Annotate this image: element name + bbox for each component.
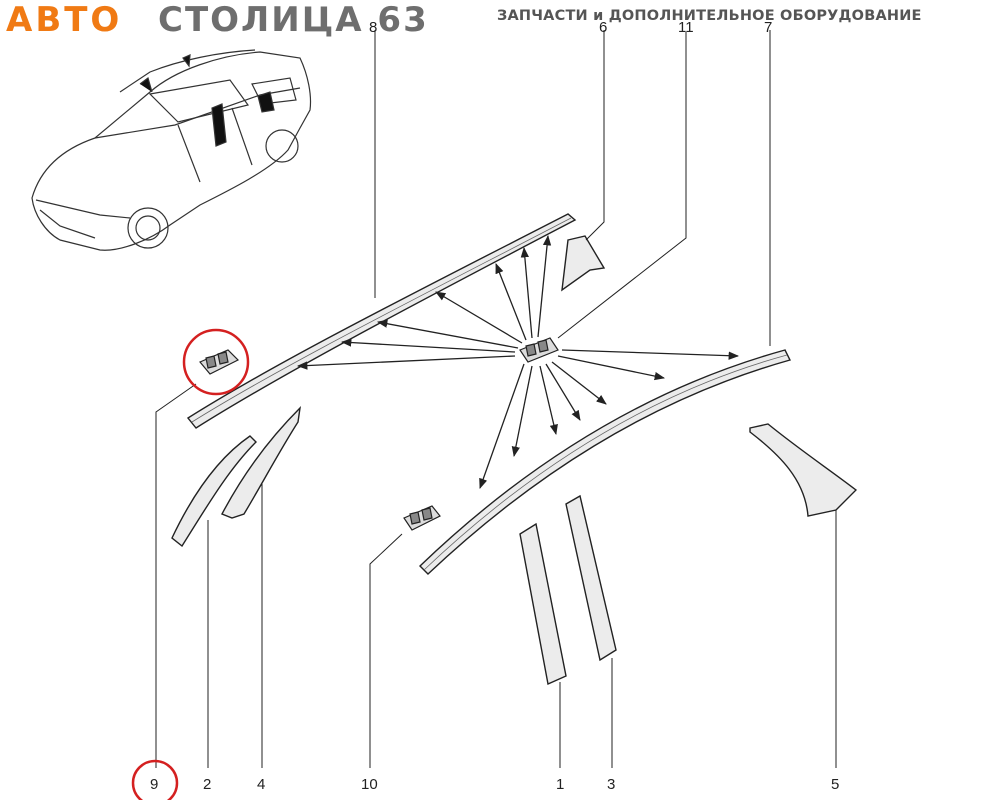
- brand-logo-stolica: СТОЛИЦА 63: [158, 0, 429, 40]
- part-4-front-pillar-trim: [221, 406, 301, 519]
- callout-6: 6: [599, 19, 607, 36]
- part-5-quarter-trim: [749, 423, 858, 517]
- callout-5: 5: [831, 776, 839, 793]
- part-9-clip: [199, 349, 240, 375]
- callout-8: 8: [369, 19, 377, 36]
- part-11-clip: [519, 337, 559, 363]
- callout-10: 10: [361, 776, 378, 793]
- part-8-roof-moulding-left: [186, 213, 577, 429]
- highlight-circle-callout-9: [131, 759, 179, 800]
- part-6-rear-trim: [561, 235, 606, 292]
- callout-7: 7: [764, 19, 772, 36]
- part-1-door-pillar-trim: [519, 522, 567, 685]
- part-2-front-pillar-trim: [171, 435, 257, 548]
- highlight-circle-part-9-clip: [182, 328, 250, 396]
- callout-4: 4: [257, 776, 265, 793]
- brand-logo-avto: АВТО: [6, 0, 123, 40]
- leader-lines: [155, 30, 837, 768]
- car-illustration: [31, 49, 312, 251]
- part-7-roof-moulding-right: [418, 349, 792, 575]
- callout-3: 3: [607, 776, 615, 793]
- part-3-door-pillar-trim: [565, 494, 617, 662]
- callout-11: 11: [678, 19, 694, 36]
- part-10-clip: [403, 505, 441, 531]
- header-tagline: ЗАПЧАСТИ и ДОПОЛНИТЕЛЬНОЕ ОБОРУДОВАНИЕ: [497, 8, 922, 24]
- clip-location-arrows: [296, 234, 740, 489]
- callout-9: 9: [150, 776, 158, 793]
- callout-2: 2: [203, 776, 211, 793]
- callout-1: 1: [556, 776, 564, 793]
